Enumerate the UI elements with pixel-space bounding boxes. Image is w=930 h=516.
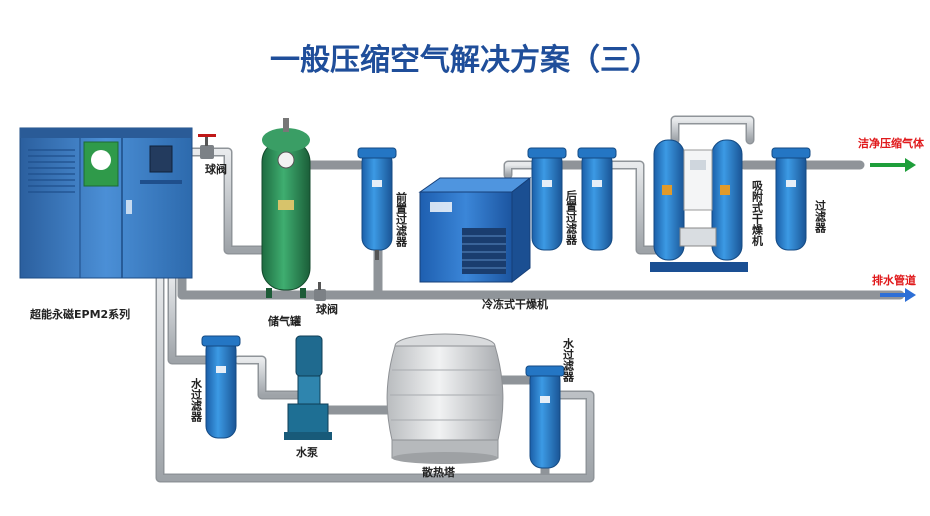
ball-valve-1-icon bbox=[198, 134, 216, 159]
water-filter-1-label: 水过滤器 bbox=[190, 377, 204, 423]
post-filter-2 bbox=[577, 147, 617, 251]
adsorption-dryer-label: 吸附式干燥机 bbox=[751, 180, 764, 247]
clean-air-output-label: 洁净压缩气体 bbox=[858, 136, 925, 150]
adsorption-dryer bbox=[650, 139, 748, 272]
cooling-tower bbox=[386, 333, 504, 464]
ball-valve-2-label: 球阀 bbox=[316, 302, 338, 316]
air-tank bbox=[261, 118, 311, 298]
water-filter-1 bbox=[201, 335, 241, 439]
water-filter-2 bbox=[525, 365, 565, 469]
water-filter-2-label: 水过滤器 bbox=[562, 337, 576, 383]
pipe-network bbox=[155, 115, 905, 483]
ball-valve-1-label: 球阀 bbox=[205, 162, 227, 176]
pre-filter-label: 前置过滤器 bbox=[395, 191, 409, 248]
refrigerated-dryer-label: 冷冻式干燥机 bbox=[482, 297, 548, 311]
post-filter-label: 后置过滤器 bbox=[565, 189, 579, 246]
air-tank-label: 储气罐 bbox=[268, 314, 301, 328]
pre-filter bbox=[357, 147, 397, 260]
ball-valve-2-icon bbox=[314, 282, 326, 301]
drain-pipe-label: 排水管道 bbox=[872, 273, 916, 287]
air-compressor bbox=[19, 127, 193, 279]
compressor-label: 超能永磁EPM2系列 bbox=[29, 307, 130, 321]
page-title: 一般压缩空气解决方案（三） bbox=[270, 43, 660, 78]
final-filter-label: 过滤器 bbox=[814, 199, 828, 234]
water-pump-label: 水泵 bbox=[296, 445, 318, 459]
final-filter bbox=[771, 147, 811, 251]
cooling-tower-label: 散热塔 bbox=[422, 465, 456, 479]
drain-arrow-icon bbox=[880, 288, 916, 302]
refrigerated-dryer bbox=[418, 176, 532, 284]
post-filter-1 bbox=[527, 147, 567, 251]
water-pump bbox=[284, 335, 332, 440]
clean-air-arrow-icon bbox=[870, 158, 916, 172]
